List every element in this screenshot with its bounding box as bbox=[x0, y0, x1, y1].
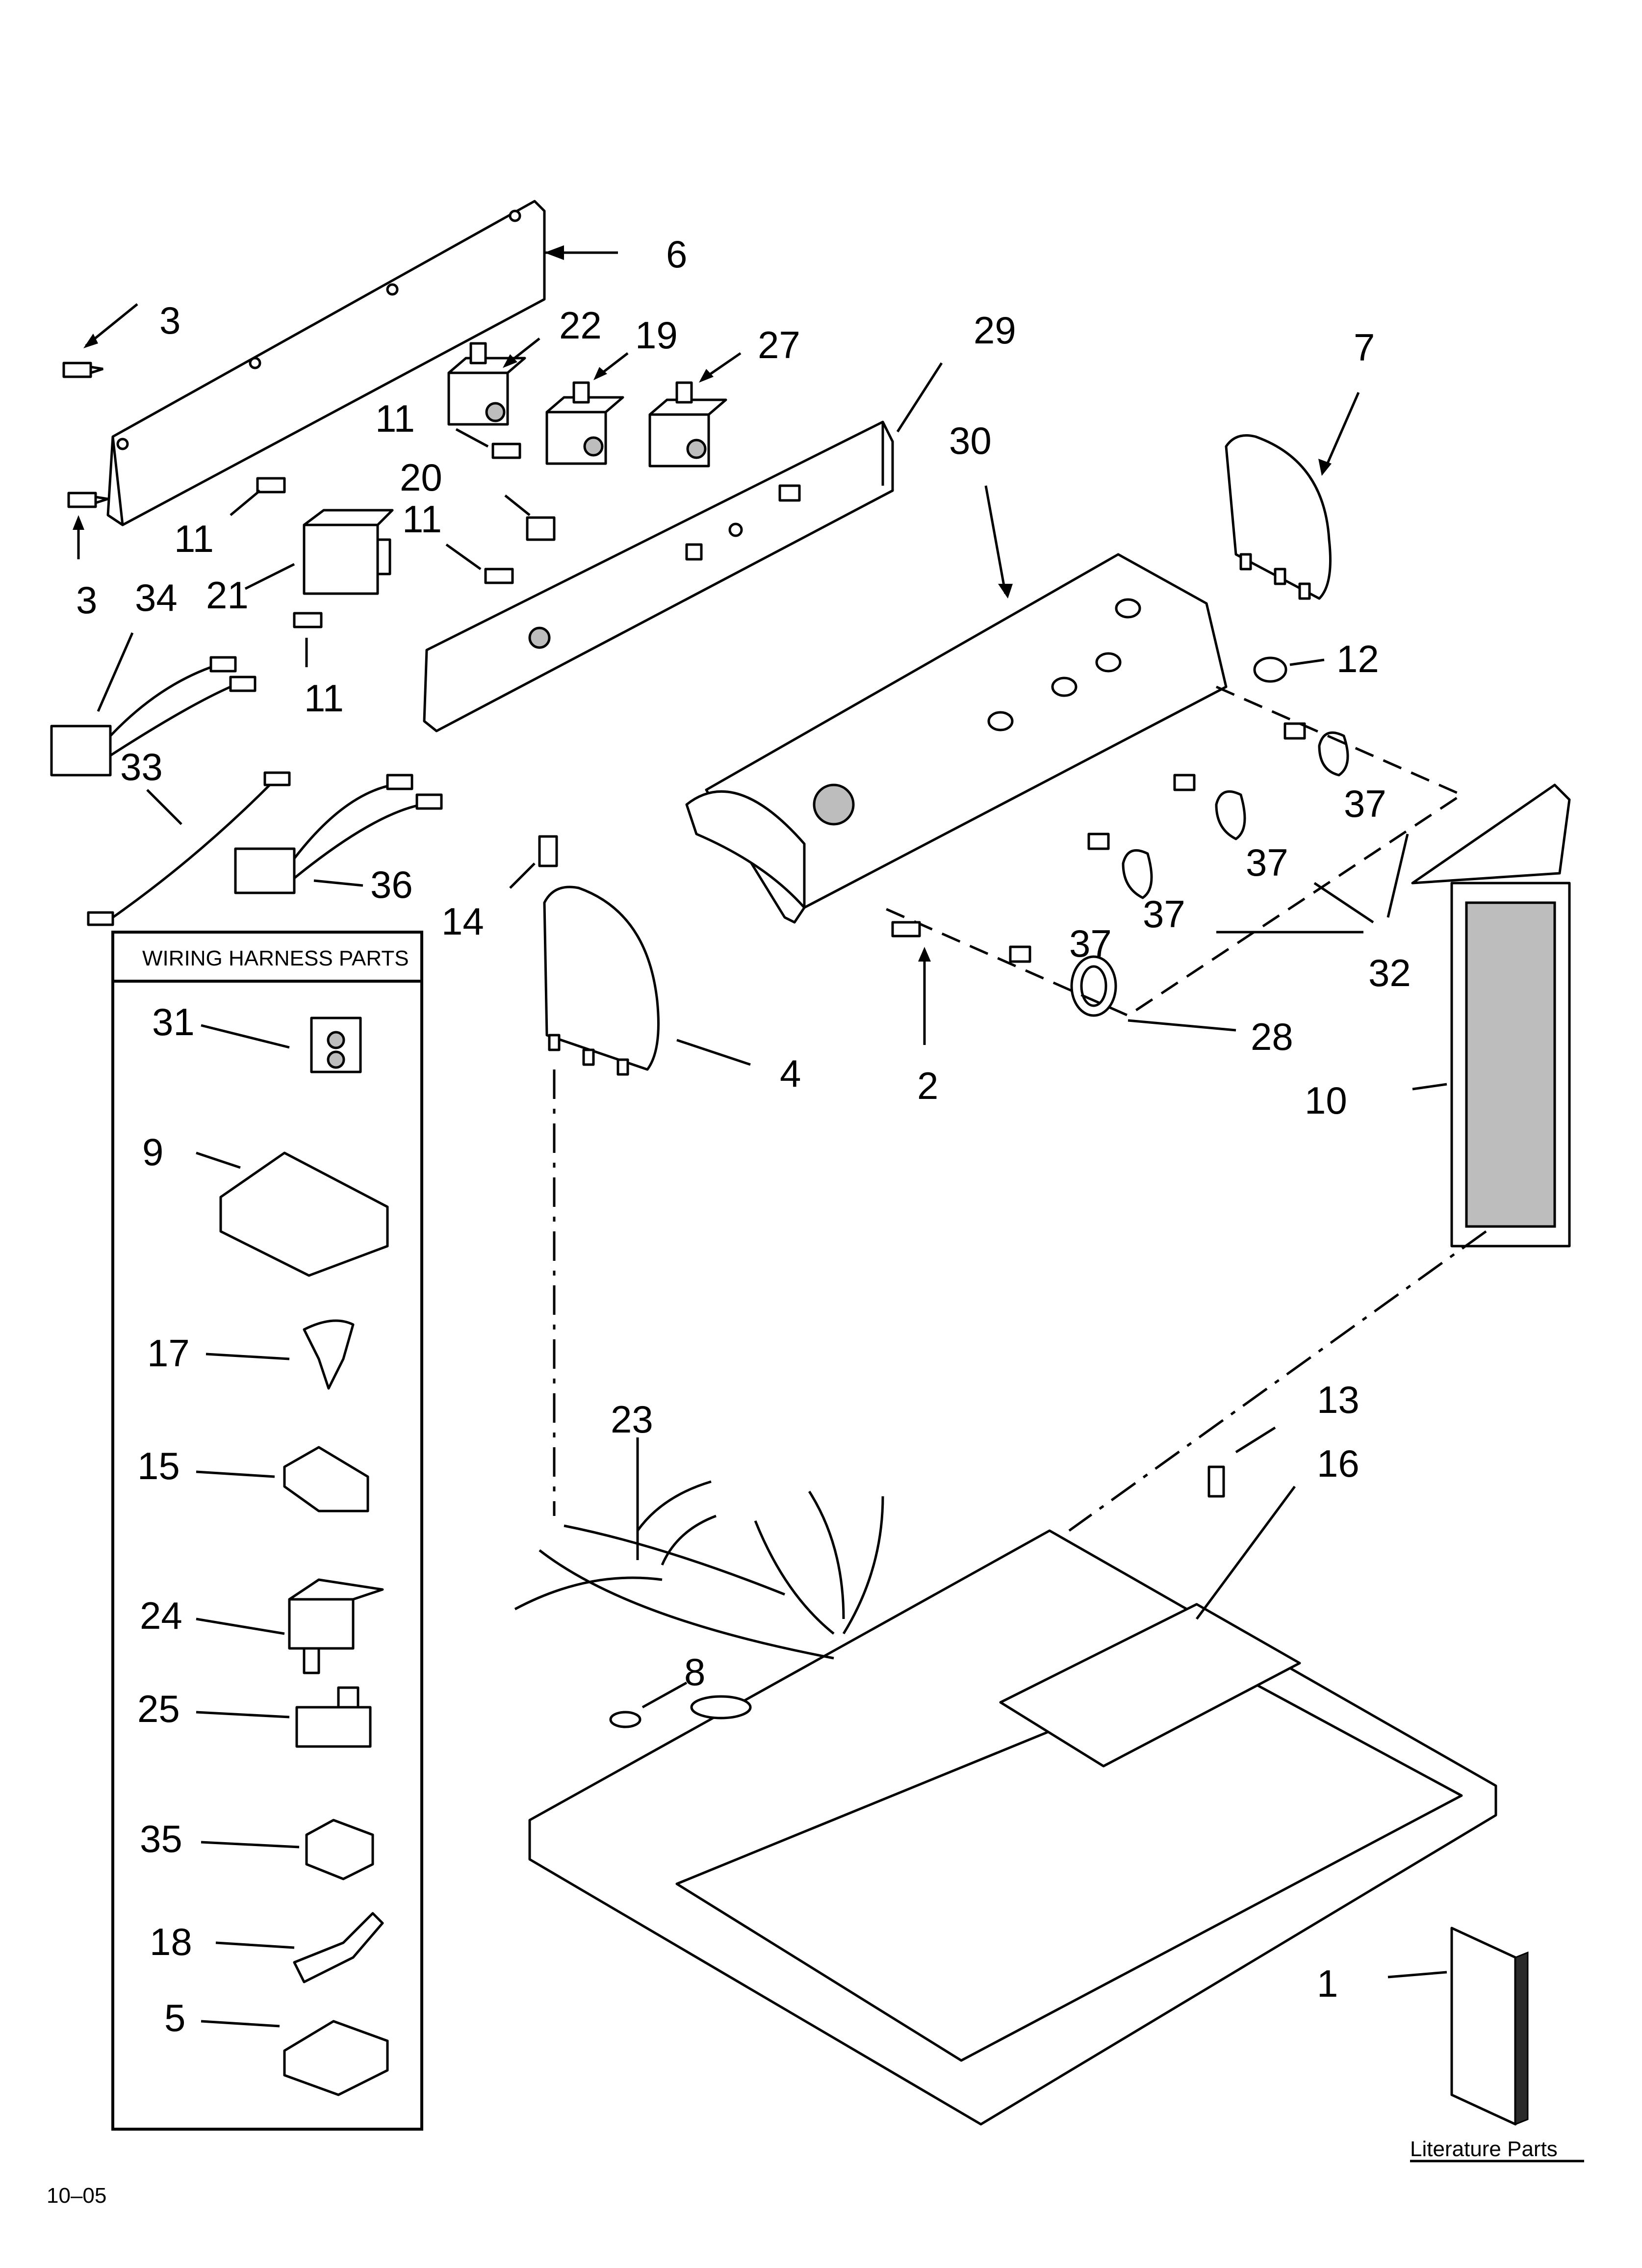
label-25: 25 bbox=[137, 1687, 180, 1730]
screw-part-11-b bbox=[445, 543, 514, 584]
label-33: 33 bbox=[120, 745, 163, 788]
harness-part-34 bbox=[50, 632, 257, 777]
top-panel-part-16 bbox=[528, 1486, 1497, 2126]
label-18: 18 bbox=[150, 1920, 192, 1963]
label-16: 16 bbox=[1317, 1442, 1360, 1485]
knob-part-32-a bbox=[1283, 722, 1349, 777]
label-3-bottom: 3 bbox=[76, 578, 97, 622]
label-2: 2 bbox=[917, 1064, 938, 1107]
label-4: 4 bbox=[780, 1052, 801, 1095]
part-20 bbox=[504, 495, 556, 541]
label-30: 30 bbox=[949, 419, 992, 462]
label-37-d: 37 bbox=[1069, 922, 1112, 965]
label-28: 28 bbox=[1251, 1015, 1293, 1058]
timer-part-21 bbox=[244, 509, 394, 595]
knob-group-dash bbox=[882, 685, 1464, 1017]
label-19: 19 bbox=[635, 313, 678, 357]
wire-part-33 bbox=[87, 771, 291, 926]
label-24: 24 bbox=[140, 1594, 182, 1637]
label-14: 14 bbox=[441, 900, 484, 943]
ring-part-12 bbox=[1253, 656, 1325, 683]
terminal-part-18 bbox=[215, 1912, 384, 1983]
label-1: 1 bbox=[1317, 1962, 1338, 2005]
label-37-c: 37 bbox=[1143, 892, 1185, 936]
console-part-30 bbox=[685, 485, 1228, 924]
literature-label: Literature Parts bbox=[1410, 2137, 1558, 2161]
wiring-box-title: WIRING HARNESS PARTS bbox=[142, 946, 409, 970]
label-11-c: 11 bbox=[174, 517, 214, 560]
harness-part-36 bbox=[234, 774, 443, 894]
switch-part-22 bbox=[447, 338, 540, 426]
label-12: 12 bbox=[1336, 637, 1379, 680]
screw-part-11-a bbox=[455, 428, 521, 459]
clip-part-17 bbox=[205, 1319, 355, 1390]
screw-part-11-d bbox=[293, 612, 323, 667]
label-37-a: 37 bbox=[1344, 782, 1386, 825]
connector-part-25 bbox=[196, 1686, 372, 1748]
label-34: 34 bbox=[135, 576, 178, 619]
label-29: 29 bbox=[974, 309, 1016, 352]
knob-part-28 bbox=[1009, 945, 1236, 1032]
label-22: 22 bbox=[559, 304, 602, 347]
switch-part-19 bbox=[545, 352, 629, 465]
connector-part-5 bbox=[201, 2020, 389, 2096]
label-11-d: 11 bbox=[304, 677, 344, 720]
label-36: 36 bbox=[370, 863, 413, 906]
lint-screen-part-10 bbox=[1411, 783, 1571, 1248]
knob-part-32-c bbox=[1087, 833, 1153, 899]
end-cap-part-4 bbox=[543, 886, 751, 1076]
part-8 bbox=[609, 1681, 688, 1728]
connector-part-31 bbox=[201, 1017, 362, 1073]
main-harness-part-23 bbox=[514, 1437, 884, 1660]
footer-code: 10–05 bbox=[47, 2184, 106, 2208]
label-3-top: 3 bbox=[159, 299, 180, 342]
label-31: 31 bbox=[152, 1000, 195, 1043]
screw-part-3-top bbox=[62, 303, 138, 378]
label-23: 23 bbox=[611, 1398, 653, 1441]
label-11-b: 11 bbox=[402, 497, 442, 541]
label-17: 17 bbox=[147, 1331, 190, 1375]
label-27: 27 bbox=[758, 323, 800, 366]
end-cap-part-7 bbox=[1225, 391, 1360, 600]
connector-part-9 bbox=[196, 1151, 389, 1277]
label-6: 6 bbox=[666, 233, 687, 276]
label-13: 13 bbox=[1317, 1378, 1360, 1421]
switch-part-27 bbox=[648, 352, 742, 468]
label-10: 10 bbox=[1305, 1079, 1347, 1122]
screw-part-13 bbox=[1207, 1426, 1276, 1498]
label-35: 35 bbox=[140, 1817, 182, 1860]
screw-part-11-c bbox=[230, 477, 286, 516]
knob-part-32-b bbox=[1173, 774, 1246, 840]
label-37-b: 37 bbox=[1246, 841, 1288, 884]
rear-panel-part-6 bbox=[106, 200, 618, 526]
connector-part-35 bbox=[201, 1819, 374, 1880]
screw-part-2 bbox=[891, 921, 931, 1045]
label-11-a: 11 bbox=[375, 397, 415, 440]
label-7: 7 bbox=[1354, 326, 1375, 369]
connector-part-15 bbox=[196, 1446, 369, 1512]
label-15: 15 bbox=[137, 1444, 180, 1487]
label-5: 5 bbox=[164, 1996, 185, 2039]
connector-part-24 bbox=[196, 1578, 384, 1674]
screw-part-14 bbox=[509, 835, 558, 889]
literature-part-1 bbox=[1387, 1927, 1529, 2126]
control-bracket-part-29 bbox=[423, 362, 943, 732]
label-32: 32 bbox=[1368, 951, 1411, 994]
label-9: 9 bbox=[142, 1130, 163, 1173]
label-8: 8 bbox=[684, 1650, 705, 1694]
label-20: 20 bbox=[400, 456, 442, 499]
label-21: 21 bbox=[206, 574, 249, 617]
screw-part-3-bottom bbox=[67, 492, 108, 559]
